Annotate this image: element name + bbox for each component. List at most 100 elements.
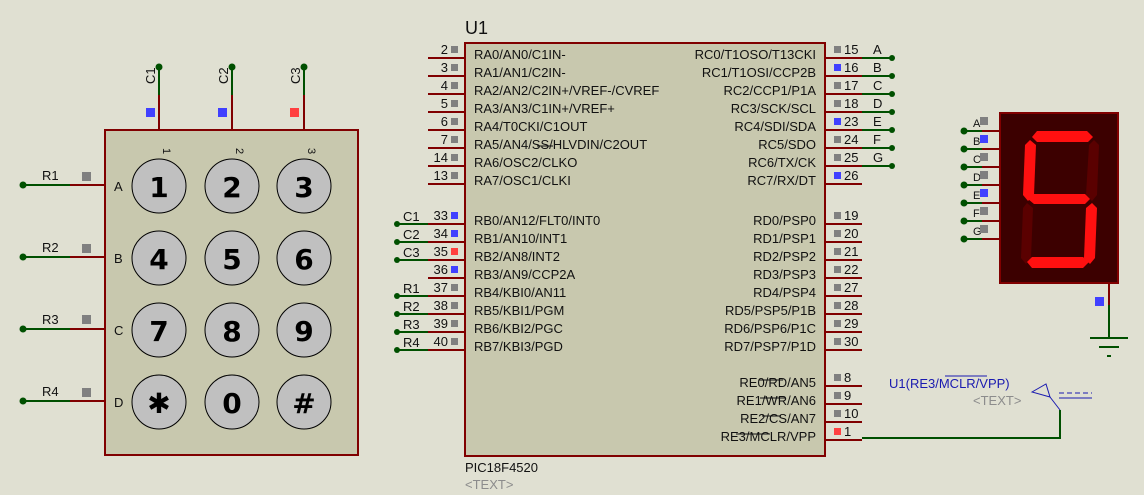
pin-number: 30 (844, 334, 858, 349)
net-c1[interactable]: C1 (394, 209, 428, 227)
keypad-row-r1[interactable]: R1 A (19, 168, 124, 194)
net-r1[interactable]: R1 (394, 281, 428, 299)
display-pin-g[interactable]: G (960, 225, 1001, 243)
pin-label: B (973, 136, 980, 148)
key-0[interactable]: 0 (204, 374, 260, 430)
wire-junction-icon (19, 181, 27, 189)
keypad-column-c2[interactable]: C2 2 (216, 63, 245, 155)
keypad-row-r2[interactable]: R2 B (19, 240, 123, 266)
logic-state-float-icon (82, 388, 91, 397)
pin-name: RD3/PSP3 (753, 267, 816, 282)
keypad-column-c3[interactable]: C3 3 (288, 63, 317, 155)
key-6[interactable]: 6 (276, 230, 332, 286)
logic-state-float-icon (980, 207, 988, 215)
key-star[interactable]: ✱ (131, 374, 187, 430)
key-5[interactable]: 5 (204, 230, 260, 286)
net-label: R4 (42, 384, 59, 399)
key-8[interactable]: 8 (204, 302, 260, 358)
key-4[interactable]: 4 (131, 230, 187, 286)
net-g[interactable]: G (862, 150, 895, 169)
display-pin-c[interactable]: C (960, 153, 1001, 171)
key-7[interactable]: 7 (131, 302, 187, 358)
net-e[interactable]: E (862, 114, 895, 133)
key-3[interactable]: 3 (276, 158, 332, 214)
net-label: G (873, 150, 883, 165)
display-pin-f[interactable]: F (960, 207, 1001, 225)
keypad-row-r4[interactable]: R4 D (19, 384, 124, 410)
net-r2[interactable]: R2 (394, 299, 428, 317)
pin-name: RC4/SDI/SDA (734, 119, 816, 134)
net-c3[interactable]: C3 (394, 245, 428, 263)
key-1[interactable]: 1 (131, 158, 187, 214)
display-pin-e[interactable]: E (960, 189, 1001, 207)
keypad[interactable]: C1 1 C2 2 C3 3 R1 A (19, 63, 359, 456)
logic-state-float-icon (451, 64, 458, 71)
net-c2[interactable]: C2 (394, 227, 428, 245)
net-r3[interactable]: R3 (394, 317, 428, 335)
logic-state-low-icon (218, 108, 227, 117)
net-c[interactable]: C (862, 78, 895, 97)
keypad-row-r3[interactable]: R3 C (19, 312, 124, 338)
display-pin-d[interactable]: D (960, 171, 1001, 189)
pin-name: RD5/PSP5/P1B (725, 303, 816, 318)
net-b[interactable]: B (862, 60, 895, 79)
key-2[interactable]: 2 (204, 158, 260, 214)
logic-state-float-icon (834, 266, 841, 273)
row-letter: D (114, 395, 123, 410)
net-d[interactable]: D (862, 96, 895, 115)
net-a[interactable]: A (862, 42, 895, 61)
pin-name: RD2/PSP2 (753, 249, 816, 264)
pin-label: F (973, 208, 980, 220)
net-r4[interactable]: R4 (394, 335, 428, 353)
pin-number: 6 (441, 114, 448, 129)
key-hash[interactable]: # (276, 374, 332, 430)
key-9[interactable]: 9 (276, 302, 332, 358)
pin-name: RA5/AN4/SS/HLVDIN/C2OUT (474, 137, 647, 152)
logic-state-float-icon (834, 410, 841, 417)
mclr-terminal[interactable]: U1(RE3/MCLR/VPP) <TEXT> (862, 375, 1092, 439)
display-pin-a[interactable]: A (960, 117, 1001, 135)
display-pin-b[interactable]: B (960, 135, 1001, 153)
net-f[interactable]: F (862, 132, 895, 151)
keypad-column-c1[interactable]: C1 1 (143, 63, 172, 155)
